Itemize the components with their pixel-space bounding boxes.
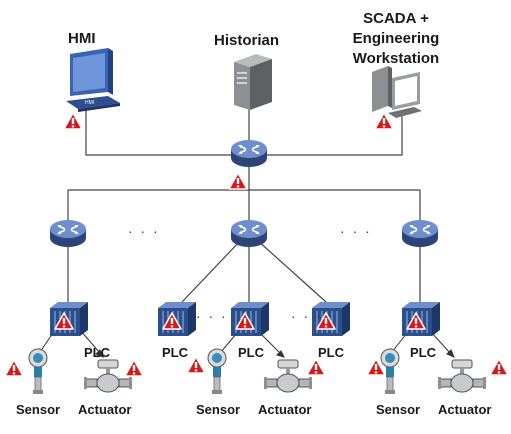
ellipsis-right: · · · [340, 223, 372, 239]
sensor-label-right: Sensor [376, 402, 421, 417]
left-sensor-icon [28, 348, 48, 395]
svg-text:HMI: HMI [85, 100, 94, 106]
hmi-label: HMI [68, 30, 96, 47]
warning-icon [4, 359, 24, 377]
actuator-label-right: Actuator [438, 402, 492, 417]
workstation-icon [372, 66, 422, 118]
actuator-label-mid: Actuator [258, 402, 312, 417]
sensor-label-left: Sensor [16, 402, 61, 417]
historian-server-icon [234, 54, 272, 110]
hmi-monitor-icon: HMI [66, 48, 120, 112]
plc-label-mid-left: PLC [162, 345, 188, 360]
right-actuator-icon [437, 359, 487, 393]
left-plc-icon [49, 301, 89, 337]
mid-actuator-icon [263, 359, 313, 393]
warning-icon [124, 359, 144, 377]
historian-label: Historian [214, 32, 280, 49]
warning-icon [374, 112, 394, 130]
plc-label-left: PLC [84, 345, 110, 360]
warning-icon [186, 356, 206, 374]
ellipsis-plc-left: · · · [196, 308, 228, 324]
left-router-icon [49, 219, 87, 248]
plc-label-right: PLC [410, 345, 436, 360]
mid-plc-left-link [181, 239, 242, 303]
plc-label-mid-center: PLC [238, 345, 264, 360]
ellipsis-left: · · · [128, 223, 160, 239]
right-plc-icon [401, 301, 441, 337]
warning-icon [306, 358, 326, 376]
mid-plc-right-link [256, 239, 327, 303]
scada-label-line3: Workstation [352, 50, 440, 67]
scada-label-line2: Engineering [352, 30, 440, 47]
warning-icon [489, 358, 509, 376]
ellipsis-plc-right: · · · [291, 308, 323, 324]
sensor-label-mid: Sensor [196, 402, 241, 417]
warning-icon [63, 112, 83, 130]
plc-label-mid-right: PLC [318, 345, 344, 360]
warning-icon [228, 172, 248, 190]
mid-center-plc-icon [230, 301, 270, 337]
middle-router-icon [230, 219, 268, 248]
right-router-icon [401, 219, 439, 248]
scada-label: SCADA + Engineering Workstation [343, 9, 449, 69]
scada-label-line1: SCADA + [363, 10, 429, 27]
mid-sensor-icon [207, 348, 227, 395]
mid-left-plc-icon [157, 301, 197, 337]
network-links [67, 108, 421, 304]
core-router-icon [230, 139, 268, 168]
actuator-label-left: Actuator [78, 402, 132, 417]
